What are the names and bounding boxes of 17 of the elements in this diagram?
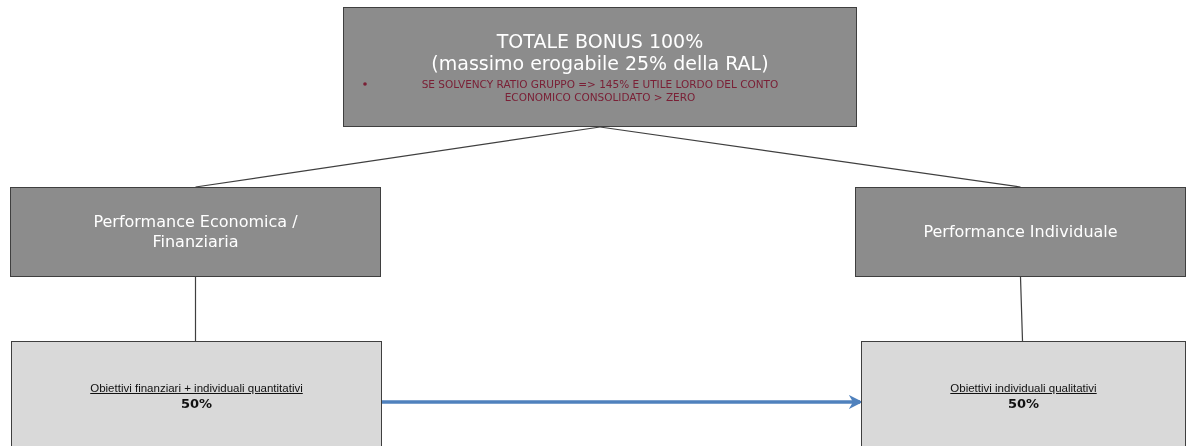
box-title: Performance Economica / Finanziaria bbox=[92, 212, 299, 252]
process-box bbox=[861, 341, 1186, 446]
process-box bbox=[343, 7, 857, 127]
percentage-text: 50% bbox=[1007, 395, 1040, 411]
box-title: Obiettivi finanziari + individuali quantitativi bbox=[90, 381, 303, 394]
box-title: Performance Individuale bbox=[923, 222, 1118, 242]
connector-line bbox=[1019, 276, 1024, 342]
process-box bbox=[855, 187, 1186, 277]
process-box bbox=[10, 187, 381, 277]
bullet-text: SE SOLVENCY RATIO GRUPPO => 145% E UTILE LORDO DEL CONTO ECONOMICO CONSOLIDATO > ZERO bbox=[395, 78, 805, 104]
box-title: TOTALE BONUS 100% bbox=[496, 30, 704, 52]
box-text: (massimo erogabile 25% della RAL) bbox=[431, 52, 769, 74]
arrow bbox=[382, 395, 863, 409]
process-box bbox=[11, 341, 382, 446]
box-title: Obiettivi individuali qualitativi bbox=[950, 381, 1097, 394]
percentage-text: 50% bbox=[180, 395, 213, 411]
connector-line bbox=[194, 276, 197, 342]
